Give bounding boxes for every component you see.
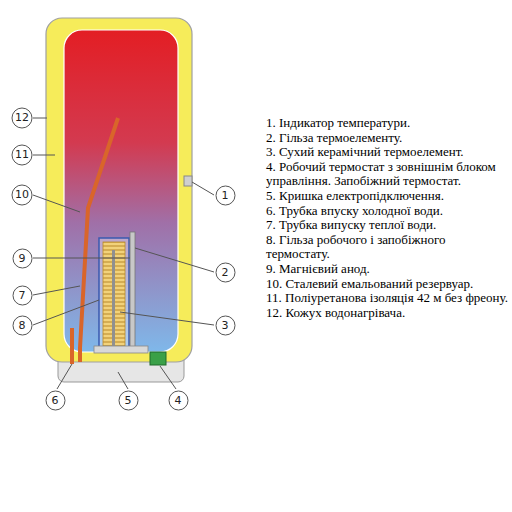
callout-circle: 6	[45, 390, 66, 411]
part-description: 5. Кришка електропідключення.	[266, 189, 508, 204]
callout-number: 2	[215, 262, 236, 283]
part-description: 3. Сухий керамічний термоелемент.	[266, 145, 508, 160]
flange	[94, 346, 148, 353]
callout-number: 4	[168, 390, 189, 411]
part-description: 6. Трубка впуску холодної води.	[266, 204, 508, 219]
callout-circle: 3	[215, 315, 236, 336]
part-description: 7. Трубка випуску теплої води.	[266, 218, 508, 233]
callout-circle: 4	[168, 390, 189, 411]
callout-number: 8	[12, 315, 33, 336]
part-description: 10. Сталевий емальований резервуар.	[266, 277, 508, 292]
thermostat-sleeve	[112, 250, 115, 346]
part-description: 9. Магнієвий анод.	[266, 262, 508, 277]
legend-list: 1. Індикатор температури.2. Гільза термо…	[266, 116, 508, 320]
callout-number: 9	[12, 248, 33, 269]
magnesium-anode	[130, 232, 135, 348]
part-description: 12. Кожух водонагрівача.	[266, 306, 508, 321]
part-description: 4. Робочий термостат з зовнішнім блоком …	[266, 160, 508, 189]
callout-number: 12	[11, 107, 33, 129]
element-sleeve	[99, 238, 129, 348]
temperature-indicator	[184, 176, 192, 186]
callout-circle: 9	[12, 248, 33, 269]
callout-number: 11	[11, 144, 33, 166]
callout-number: 1	[215, 185, 236, 206]
callout-number: 3	[215, 315, 236, 336]
leader-lines	[33, 118, 214, 389]
callout-number: 10	[11, 184, 33, 206]
callout-circle: 8	[12, 315, 33, 336]
callout-circle: 11	[11, 144, 33, 166]
thermostat-box	[150, 352, 166, 365]
callout-number: 7	[12, 285, 33, 306]
callout-circle: 7	[12, 285, 33, 306]
part-description: 1. Індикатор температури.	[266, 116, 508, 131]
callout-circle: 10	[11, 184, 33, 206]
callout-number: 6	[45, 390, 66, 411]
part-description: 8. Гільза робочого і запобіжного термост…	[266, 233, 508, 262]
part-description: 11. Поліуретанова ізоляція 42 м без фрео…	[266, 291, 508, 306]
part-description: 2. Гільза термоелементу.	[266, 131, 508, 146]
cold-water-pipe	[70, 328, 74, 364]
heater-housing	[46, 18, 192, 362]
callout-circle: 1	[215, 185, 236, 206]
callout-circle: 2	[215, 262, 236, 283]
callout-number: 5	[118, 390, 139, 411]
callout-circle: 5	[118, 390, 139, 411]
callout-circle: 12	[11, 107, 33, 129]
